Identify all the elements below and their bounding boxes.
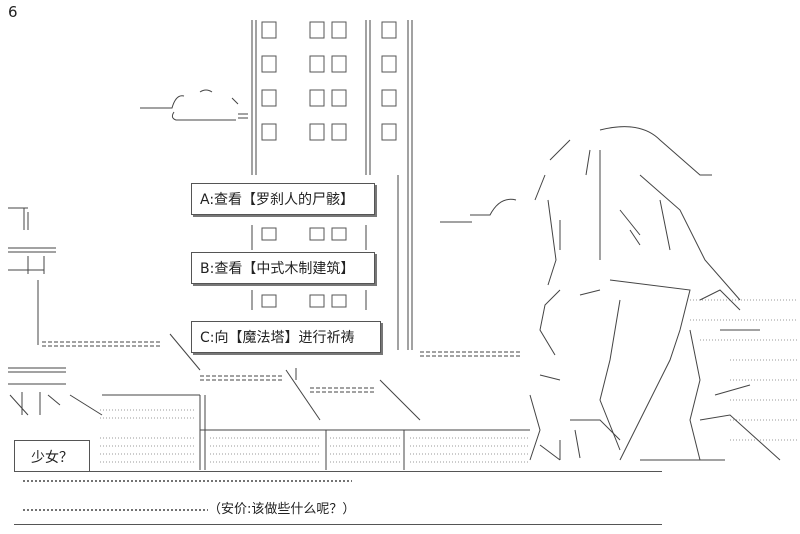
- choice-b-label: B:查看【中式木制建筑】: [200, 261, 355, 277]
- choice-b-button[interactable]: B:查看【中式木制建筑】: [191, 252, 375, 284]
- dialog-text: （安价:该做些什么呢？）: [22, 498, 355, 517]
- left-buildings-art: [8, 207, 103, 416]
- choice-a-label: A:查看【罗刹人的尸骸】: [200, 192, 355, 208]
- choice-c-button[interactable]: C:向【魔法塔】进行祈祷: [191, 321, 381, 353]
- rail-art: [42, 333, 530, 470]
- tower-art: [251, 20, 413, 350]
- ground-texture: [100, 299, 798, 463]
- dialog-ellipsis-line: [22, 480, 352, 482]
- choice-c-label: C:向【魔法塔】进行祈祷: [200, 330, 355, 346]
- dialog-box[interactable]: （安价:该做些什么呢？）: [14, 471, 662, 525]
- speaker-name-tab: 少女？: [14, 440, 90, 472]
- choice-a-button[interactable]: A:查看【罗刹人的尸骸】: [191, 183, 375, 215]
- dialog-line: （安价:该做些什么呢？）: [208, 502, 356, 517]
- tower-windows: [261, 21, 397, 308]
- dialog-ellipsis-lead: [22, 508, 208, 511]
- speaker-name: 少女？: [31, 449, 73, 466]
- girl-figure-art: [440, 126, 781, 461]
- cloud-art: [140, 89, 248, 121]
- page-number: 6: [8, 3, 18, 21]
